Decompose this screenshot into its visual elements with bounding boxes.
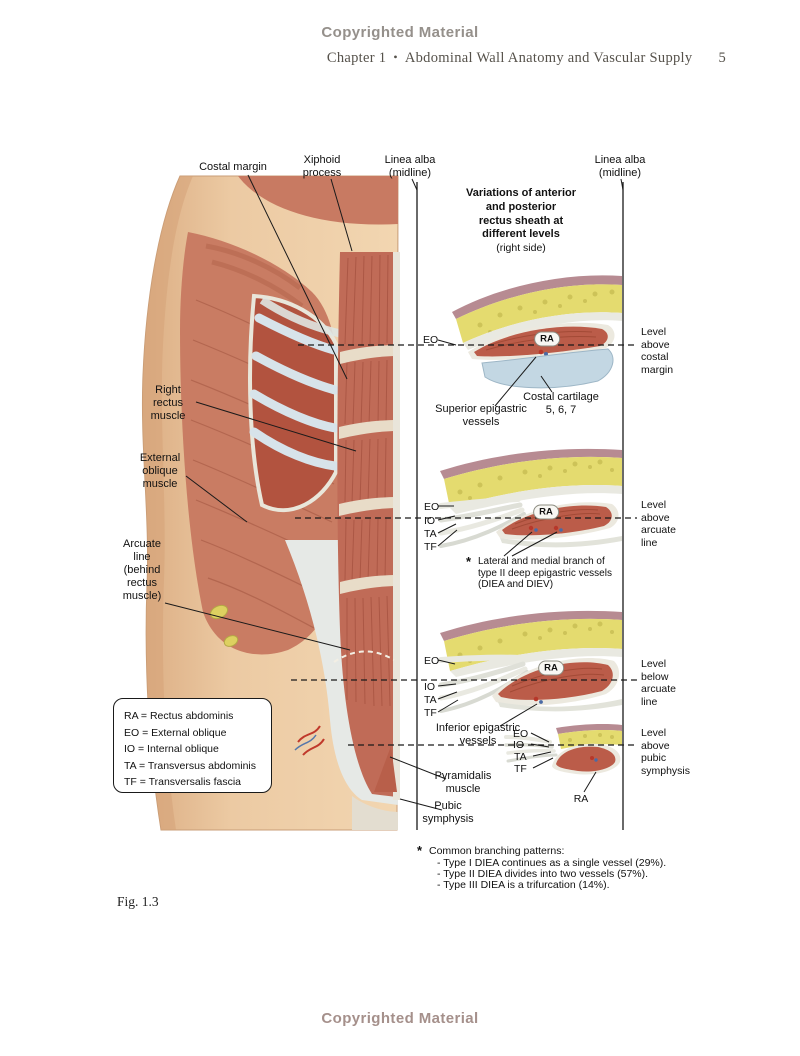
midline-rules [416,182,624,830]
level-dashed-lines [291,344,637,746]
ra-label-section2: RA [533,504,559,520]
label-linea-alba-right: Linea alba (midline) [594,154,646,179]
label-s3-tf: TF [424,707,437,719]
torso-illustration [141,175,400,831]
page-header: Chapter 1 • Abdominal Wall Anatomy and Vas… [0,50,726,67]
label-s3-ta: TA [424,694,437,706]
asterisk-footnote: * [417,843,423,858]
label-costal-margin: Costal margin [199,161,267,173]
legend-item-eo: EO = External oblique [124,726,227,739]
asterisk-branch-note: * [466,554,472,569]
figure-caption: Fig. 1.3 [117,894,159,909]
label-xiphoid-process: Xiphoid process [302,154,342,179]
label-level-above-costal-margin: Level above costal margin [641,326,674,376]
legend-item-ra: RA = Rectus abdominis [124,710,234,722]
ra-label-section3: RA [538,660,564,676]
label-s4-eo: EO [513,728,529,740]
copyright-notice-bottom: Copyrighted Material [321,1010,479,1027]
footnote-heading: Common branching patterns: [429,845,565,857]
panel-title-subtitle: (right side) [496,242,546,254]
label-level-above-pubic-symphysis: Level above pubic symphysis [641,727,691,777]
cross-section-above-arcuate-line [438,448,622,548]
footnote-line-type2: - Type II DIEA divides into two vessels … [437,868,649,880]
label-level-above-arcuate-line: Level above arcuate line [641,499,677,549]
chapter-title: Abdominal Wall Anatomy and Vascular Supp… [404,50,693,66]
cross-section-below-arcuate-line [438,610,622,713]
chapter-label: Chapter 1 [326,50,387,66]
label-s2-io: IO [424,515,436,527]
ra-label-section4: RA [573,793,589,805]
copyright-notice-top: Copyrighted Material [321,24,479,41]
leader-lines [164,174,624,811]
label-s4-ta: TA [514,751,527,763]
label-s4-io: IO [513,739,525,751]
label-inferior-epigastric-vessels: Inferior epigastric vessels [435,722,521,747]
label-s2-ta: TA [424,528,437,540]
page-number: 5 [718,50,726,66]
label-s3-io: IO [424,681,436,693]
footnote-line-type3: - Type III DIEA is a trifurcation (14%). [437,879,610,891]
label-level-below-arcuate-line: Level below arcuate line [641,658,677,708]
abbreviation-legend: RA = Rectus abdominis EO = External obli… [113,698,272,793]
label-linea-alba-left: Linea alba (midline) [384,154,436,179]
label-branch-note: Lateral and medial branch of type II dee… [478,556,612,590]
label-s1-eo: EO [423,334,439,346]
label-pubic-symphysis: Pubic symphysis [422,800,474,825]
label-s4-tf: TF [514,763,527,775]
legend-item-ta: TA = Transversus abdominis [124,759,256,772]
label-external-oblique-muscle: External oblique muscle [139,452,181,490]
label-superior-epigastric-vessels: Superior epigastric vessels [435,403,527,428]
footnote-line-type1: - Type I DIEA continues as a single vess… [437,857,667,869]
legend-item-io: IO = Internal oblique [124,743,219,755]
label-s2-tf: TF [424,541,437,553]
label-right-rectus-muscle: Right rectus muscle [150,384,186,422]
legend-item-tf: TF = Transversalis fascia [124,776,241,788]
label-costal-cartilage: Costal cartilage 5, 6, 7 [523,391,599,416]
header-bullet: • [393,50,398,64]
ra-label-section1: RA [534,331,560,347]
cross-section-above-pubic-symphysis [504,724,622,775]
label-pyramidalis-muscle: Pyramidalis muscle [434,770,492,795]
panel-title: Variations of anterior and posterior rec… [465,187,577,241]
label-arcuate-line: Arcuate line (behind rectus muscle) [122,538,162,602]
label-s3-eo: EO [424,655,440,667]
label-s2-eo: EO [424,501,440,513]
